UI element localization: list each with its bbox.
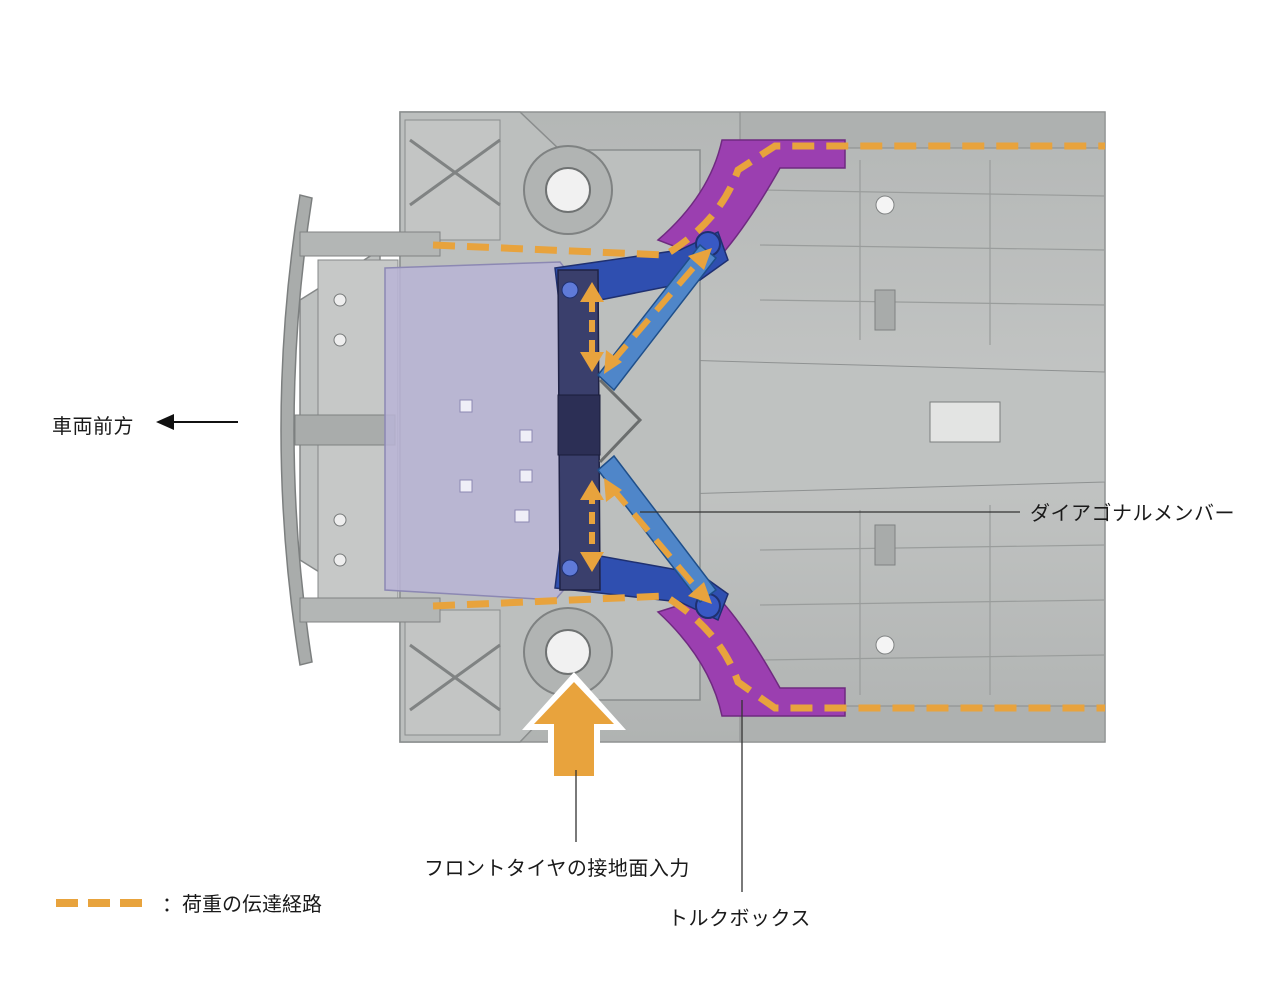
label-vehicle-front: 車両前方 — [52, 414, 134, 438]
radiator-support — [280, 194, 441, 666]
leader-lines — [575, 511, 1020, 892]
legend-text: ：荷重の伝達経路 — [162, 892, 322, 916]
legend-dash-icon — [56, 898, 152, 907]
tire-input-arrow — [522, 672, 626, 782]
vehicle-front-arrow — [156, 414, 238, 430]
suspension-member — [554, 230, 729, 622]
diagonal-member-shape — [596, 243, 718, 604]
label-front-tire-input: フロントタイヤの接地面入力 — [424, 856, 690, 880]
label-torque-box: トルクボックス — [668, 906, 811, 930]
load-path-arrowheads — [580, 248, 712, 604]
legend: ：荷重の伝達経路 — [54, 888, 322, 917]
load-path-lines — [432, 142, 1105, 712]
label-diagonal-member: ダイアゴナルメンバー — [1030, 501, 1235, 525]
